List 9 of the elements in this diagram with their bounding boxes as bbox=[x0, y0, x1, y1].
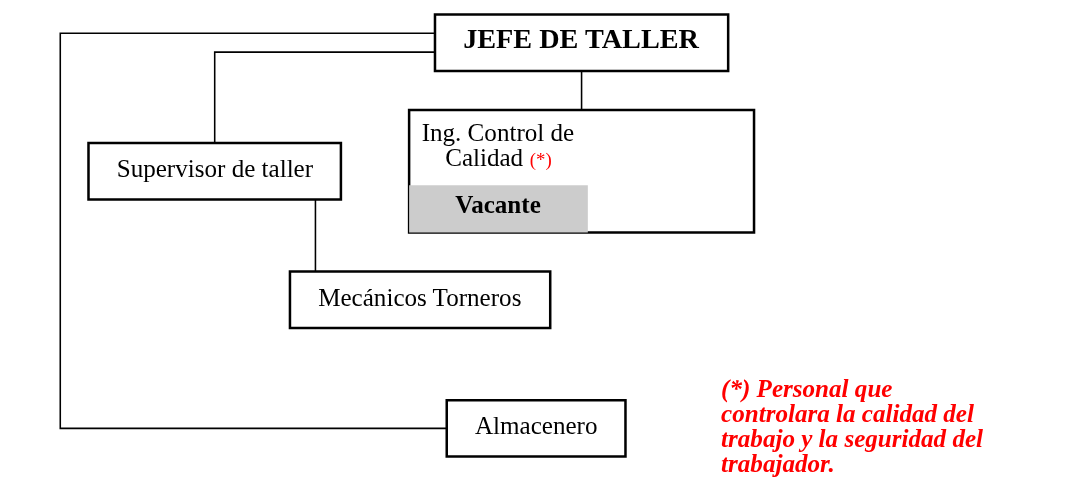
node-box: JEFE DE TALLER bbox=[433, 13, 729, 73]
connector bbox=[213, 51, 435, 144]
connector bbox=[59, 32, 447, 430]
connector bbox=[580, 70, 582, 111]
node-box: Mecánicos Torneros bbox=[288, 270, 551, 330]
node-box: Supervisor de taller bbox=[86, 141, 342, 201]
label: (*) Personal que controlara la calidad del trabajo y la seguridad del trabajador. bbox=[720, 374, 983, 477]
node-box: Almacenero bbox=[445, 398, 627, 458]
connector bbox=[314, 199, 316, 273]
